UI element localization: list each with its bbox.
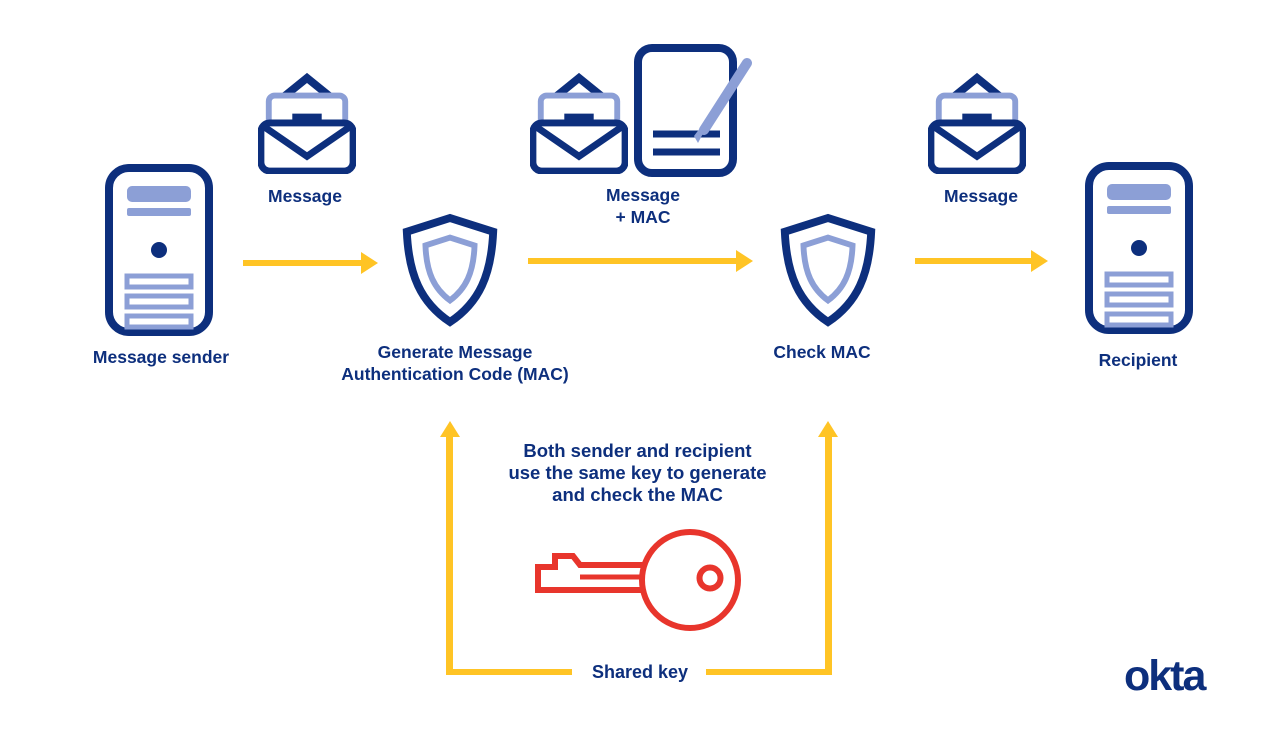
shared-key-label: Shared key	[591, 662, 689, 682]
message-2-label: Message	[944, 186, 1018, 206]
pen-tip	[694, 124, 708, 143]
shield-icon	[402, 213, 498, 327]
signed-document-icon	[634, 44, 752, 177]
open-envelope-icon	[530, 72, 628, 174]
shared-key-note: Both sender and recipient use the same k…	[508, 440, 767, 505]
bracket-bottom-left-line	[446, 669, 572, 675]
arrow-key-to-generate-head	[440, 421, 460, 437]
message-1-label: Message	[268, 186, 342, 206]
recipient-label: Recipient	[1098, 350, 1178, 370]
okta-logo: okta	[1124, 652, 1206, 700]
key-icon	[535, 529, 741, 631]
arrow-check-to-recipient	[915, 250, 1048, 272]
message-mac-label: Message + MAC	[606, 185, 680, 227]
server-icon	[105, 164, 213, 336]
shield-icon	[780, 213, 876, 327]
open-envelope-icon	[928, 72, 1026, 174]
server-icon	[1085, 162, 1193, 334]
bracket-bottom-right-line	[706, 669, 832, 675]
arrow-key-to-check-head	[818, 421, 838, 437]
arrow-key-to-generate-line	[446, 437, 453, 675]
arrow-key-to-check-line	[825, 437, 832, 675]
check-mac-label: Check MAC	[773, 342, 871, 362]
sender-label: Message sender	[92, 347, 230, 367]
generate-mac-label: Generate Message Authentication Code (MA…	[341, 342, 569, 384]
arrow-generate-to-check	[528, 250, 753, 272]
arrow-sender-to-generate	[243, 252, 378, 274]
open-envelope-icon	[258, 72, 356, 174]
pen-icon	[699, 58, 752, 135]
